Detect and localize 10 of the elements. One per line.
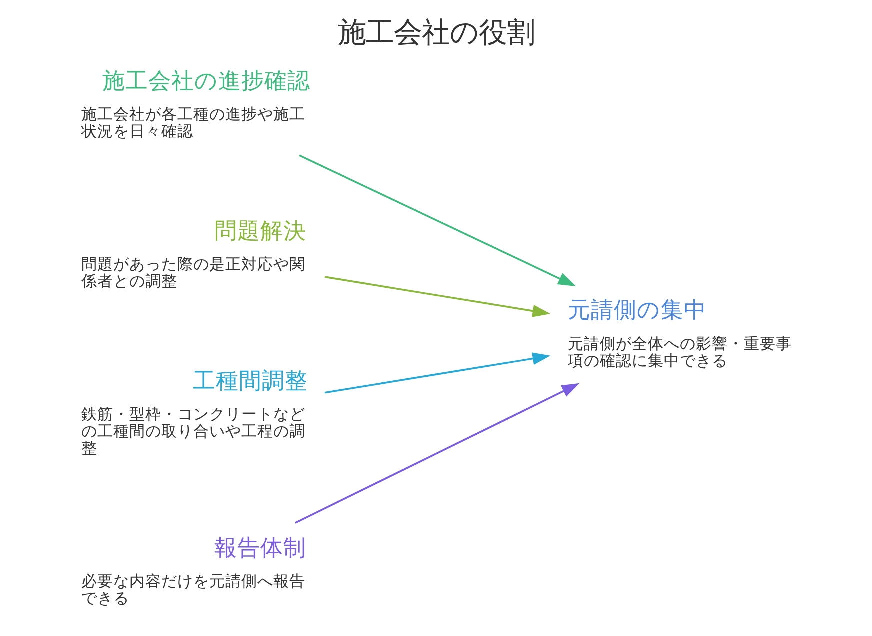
arrow — [324, 352, 550, 394]
node-text: 問題解決 問題があった際の是正対応や関係者との調整 — [80, 218, 306, 291]
arrow — [324, 276, 550, 318]
arrow — [298, 154, 576, 287]
node-text: 工種間調整 鉄筋・型枠・コンクリートなどの工種間の取り合いや工程の調整 — [80, 368, 308, 458]
diagram-title: 施工会社の役割 — [338, 16, 534, 50]
arrow — [294, 383, 580, 524]
node-text: 報告体制 必要な内容だけを元請側へ報告できる — [80, 535, 306, 608]
node-text: 施工会社の進捗確認 施工会社が各工種の進捗や施工状況を日々確認 — [80, 68, 310, 141]
node-text: 元請側の集中 元請側が全体への影響・重要事項の確認に集中できる — [568, 298, 792, 370]
